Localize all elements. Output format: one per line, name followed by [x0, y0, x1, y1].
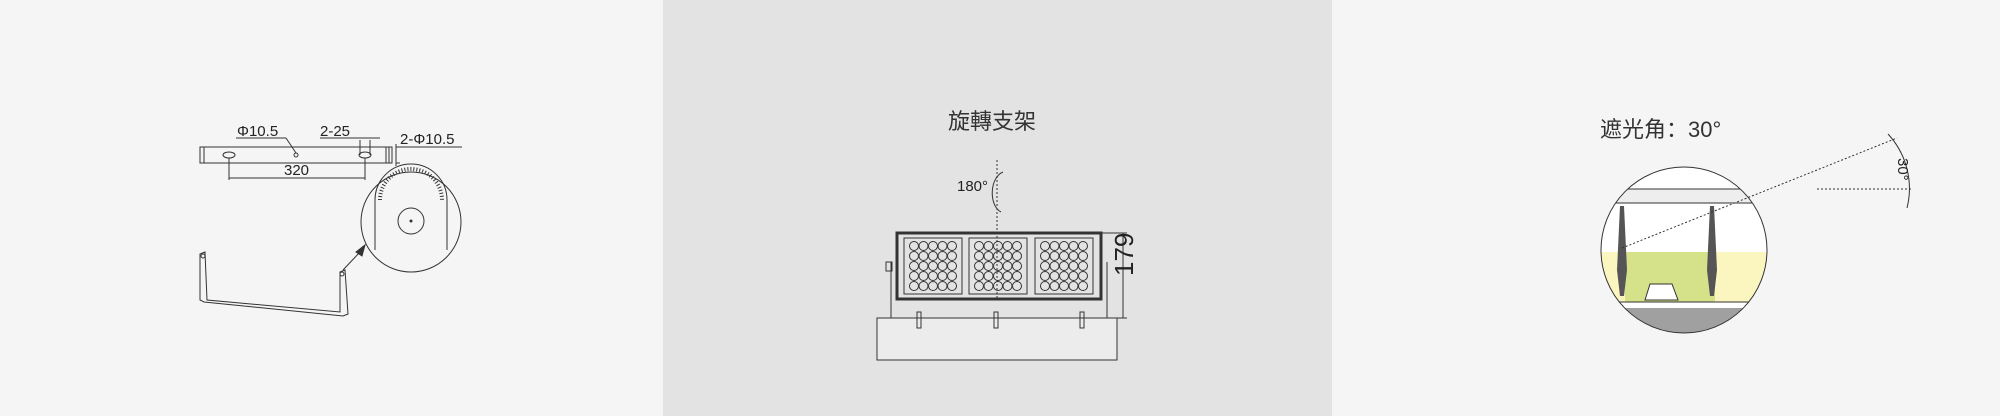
rotation-label: 180° [957, 178, 989, 195]
led-lens [974, 281, 984, 291]
bracket-dimensions-panel: Φ10.5 2-25 2-Φ10.5 320 [0, 0, 663, 416]
led-lens [1040, 251, 1050, 261]
led-lens [1012, 261, 1022, 271]
led-lens [1040, 281, 1050, 291]
led-lens [1078, 251, 1088, 261]
led-lens [983, 261, 994, 271]
led-lens [983, 241, 994, 251]
led-lens [1059, 271, 1069, 281]
led-lens [1059, 241, 1069, 251]
rotating-bracket-panel: 旋轉支架 180° 179 [663, 0, 1332, 416]
led-lens [1049, 261, 1060, 271]
led-lens [1078, 241, 1088, 251]
led-lens [993, 261, 1003, 271]
led-lens [1049, 271, 1060, 281]
led-lens [1059, 281, 1069, 291]
led-lens [1078, 281, 1088, 291]
shading-angle-drawing [1600, 133, 1912, 334]
led-lens [1040, 241, 1050, 251]
bracket-drawing [199, 137, 462, 317]
led-lens [1078, 261, 1088, 271]
led-lens [1049, 281, 1060, 291]
led-lens [974, 271, 984, 281]
led-lens [1068, 281, 1079, 291]
led-lens [937, 251, 948, 261]
led-lens [947, 241, 957, 251]
led-lens [918, 261, 929, 271]
led-lens [1068, 271, 1079, 281]
led-lens [928, 251, 938, 261]
led-lens [1040, 271, 1050, 281]
led-lens [993, 271, 1003, 281]
led-lens [937, 281, 948, 291]
led-lens [918, 251, 929, 261]
led-lens [1012, 251, 1022, 261]
led-lens [974, 241, 984, 251]
led-lens [1068, 251, 1079, 261]
led-lens [937, 271, 948, 281]
led-lens [983, 271, 994, 281]
led-lens [1040, 261, 1050, 271]
led-lens [993, 251, 1003, 261]
led-lens [918, 281, 929, 291]
led-lens [1059, 251, 1069, 261]
led-lens [928, 261, 938, 271]
led-lens [909, 261, 919, 271]
led-lens [1068, 261, 1079, 271]
led-lens [974, 251, 984, 261]
led-lens [928, 241, 938, 251]
panel-title: 遮光角：30° [1600, 117, 1722, 142]
led-lens [1078, 271, 1088, 281]
led-lens [1002, 241, 1013, 251]
shading-angle-panel: 遮光角：30° [1332, 0, 2000, 416]
led-lens [937, 261, 948, 271]
led-lens [1012, 281, 1022, 291]
led-lens [909, 271, 919, 281]
led-lens [1012, 241, 1022, 251]
led-lens [1002, 251, 1013, 261]
led-lens [928, 281, 938, 291]
led-lens [1002, 261, 1013, 271]
led-lens [1068, 241, 1079, 251]
led-lens [1049, 241, 1060, 251]
height-label: 179 [1109, 232, 1139, 276]
led-lens [947, 281, 957, 291]
led-lens [947, 261, 957, 271]
led-lens [993, 281, 1003, 291]
hole-diameter-label: Φ10.5 [237, 123, 279, 140]
led-lens [1012, 271, 1022, 281]
slot-holes-label: 2-Φ10.5 [400, 131, 455, 148]
led-lens [974, 261, 984, 271]
slot-label: 2-25 [320, 123, 351, 140]
led-lens [1002, 271, 1013, 281]
led-lens [909, 241, 919, 251]
angle-label: 30° [1894, 158, 1911, 181]
panel-title: 旋轉支架 [948, 109, 1037, 134]
led-lens [983, 281, 994, 291]
led-lens [1059, 261, 1069, 271]
led-lens [918, 241, 929, 251]
floodlight-drawing [876, 160, 1127, 361]
led-lens [909, 281, 919, 291]
led-lens [947, 251, 957, 261]
led-lens [947, 271, 957, 281]
led-lens [928, 271, 938, 281]
led-lens [937, 241, 948, 251]
led-lens [983, 251, 994, 261]
led-lens [1049, 251, 1060, 261]
led-lens [909, 251, 919, 261]
led-lens [993, 241, 1003, 251]
led-lens [918, 271, 929, 281]
led-lens [1002, 281, 1013, 291]
hole-spacing-label: 320 [284, 162, 310, 179]
